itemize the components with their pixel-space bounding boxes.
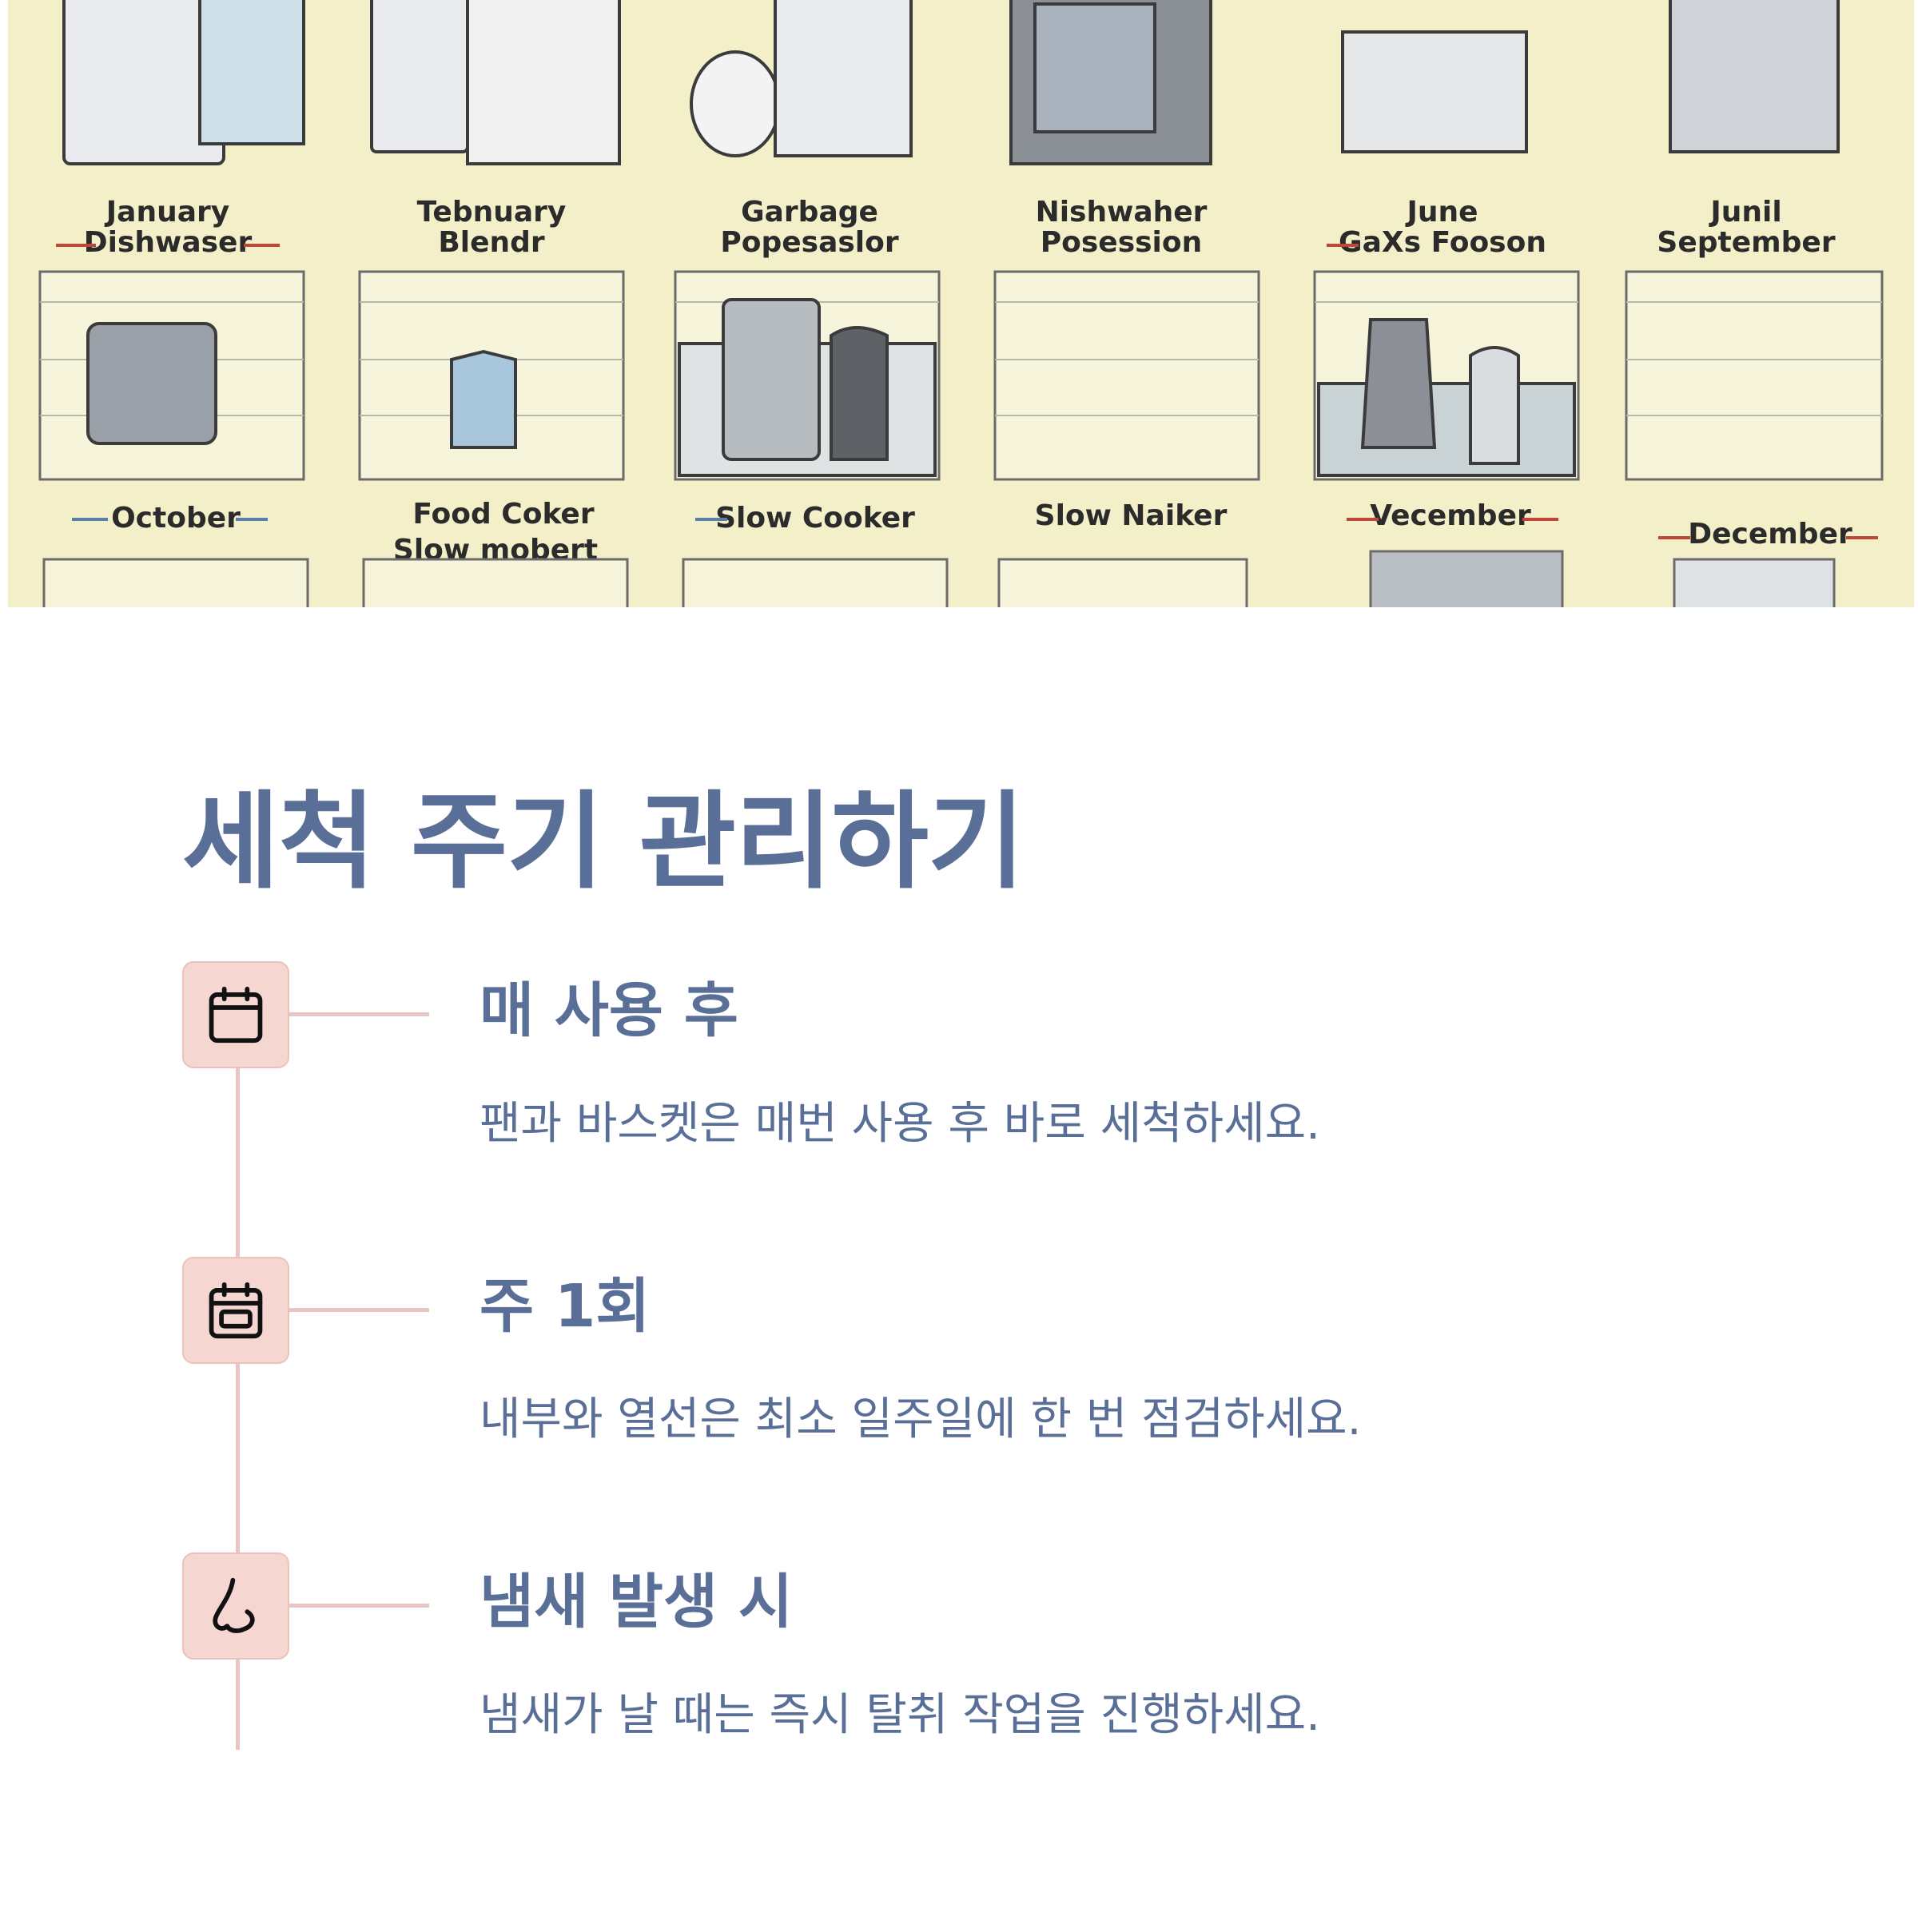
month-label-4-line2: Posession: [1041, 226, 1203, 259]
stove-illustration: [1669, 0, 1840, 153]
appliance-calendar-illustration: January Dishwaser Tebnuary Blendr Garbag…: [38, 0, 1884, 607]
step-connector: [289, 1012, 429, 1016]
step-icon-box: [182, 1552, 289, 1660]
month-label-1-line2: Dishwaser: [84, 226, 253, 259]
step-description: 내부와 열선은 최소 일주일에 한 번 점검하세요.: [480, 1393, 1362, 1445]
month-label-7-line1: October: [111, 502, 241, 535]
step-connector: [289, 1308, 429, 1312]
month-label-12-line1: December: [1688, 518, 1852, 551]
month-label-10-line1: Slow Naiker: [1035, 499, 1228, 532]
step-title: 냄새 발생 시: [480, 1568, 793, 1636]
month-label-8-line1: Food Coker: [412, 498, 594, 531]
moka-pot-illustration: [1469, 346, 1520, 465]
month-label-6-line1: Junil: [1708, 196, 1781, 229]
month-label-5-line2: GaXs Fooson: [1339, 226, 1546, 259]
month-label-2-line2: Blendr: [438, 226, 545, 259]
step-title: 주 1회: [480, 1272, 651, 1341]
toaster-oven-illustration: [1369, 550, 1564, 607]
calendar-week-icon: [209, 1282, 263, 1339]
hero-illustration: January Dishwaser Tebnuary Blendr Garbag…: [8, 0, 1914, 607]
month-label-2-line1: Tebnuary: [417, 196, 567, 229]
step-title: 매 사용 후: [480, 976, 738, 1045]
month-label-6-line2: September: [1657, 226, 1835, 259]
grinder-illustration: [1360, 318, 1437, 449]
step-description: 냄새가 날 때는 즉시 탈취 작업을 진행하세요.: [480, 1689, 1320, 1741]
calendar-grid-4: [993, 270, 1260, 481]
month-label-11-line1: Vecember: [1370, 499, 1531, 532]
step-after-each-use: 매 사용 후 팬과 바스켓은 매번 사용 후 바로 세척하세요.: [0, 961, 1918, 1169]
month-label-1-line1: January: [104, 196, 229, 229]
month-label-3-line1: Garbage: [741, 196, 878, 229]
month-label-5-line1: June: [1404, 196, 1478, 229]
nose-icon: [213, 1577, 255, 1633]
coffee-maker-illustration: [722, 298, 821, 461]
step-connector: [289, 1604, 429, 1608]
step-icon-box: [182, 961, 289, 1068]
blender-illustration: [450, 349, 517, 449]
sink-illustration: [1341, 30, 1528, 153]
calendar-grid-6: [1625, 270, 1884, 481]
oven-illustration: [774, 0, 913, 157]
month-label-3-line2: Popesaslor: [720, 226, 899, 259]
month-label-4-line1: Nishwaher: [1036, 196, 1208, 229]
step-icon-box: [182, 1257, 289, 1364]
washer-illustration: [1673, 558, 1836, 607]
step-odor: 냄새 발생 시 냄새가 날 때는 즉시 탈취 작업을 진행하세요.: [0, 1552, 1918, 1760]
step-description: 팬과 바스켓은 매번 사용 후 바로 세척하세요.: [480, 1098, 1320, 1150]
step-weekly: 주 1회 내부와 열선은 최소 일주일에 한 번 점검하세요.: [0, 1257, 1918, 1465]
fridge-open-illustration: [370, 0, 469, 153]
timeline-connector: [236, 1015, 240, 1750]
trash-can-illustration: [690, 50, 781, 157]
page-title: 세척 주기 관리하기: [182, 781, 1025, 904]
stand-mixer-illustration: [86, 322, 217, 445]
month-label-9-line1: Slow Cooker: [715, 502, 915, 535]
calendar-icon: [209, 986, 263, 1044]
